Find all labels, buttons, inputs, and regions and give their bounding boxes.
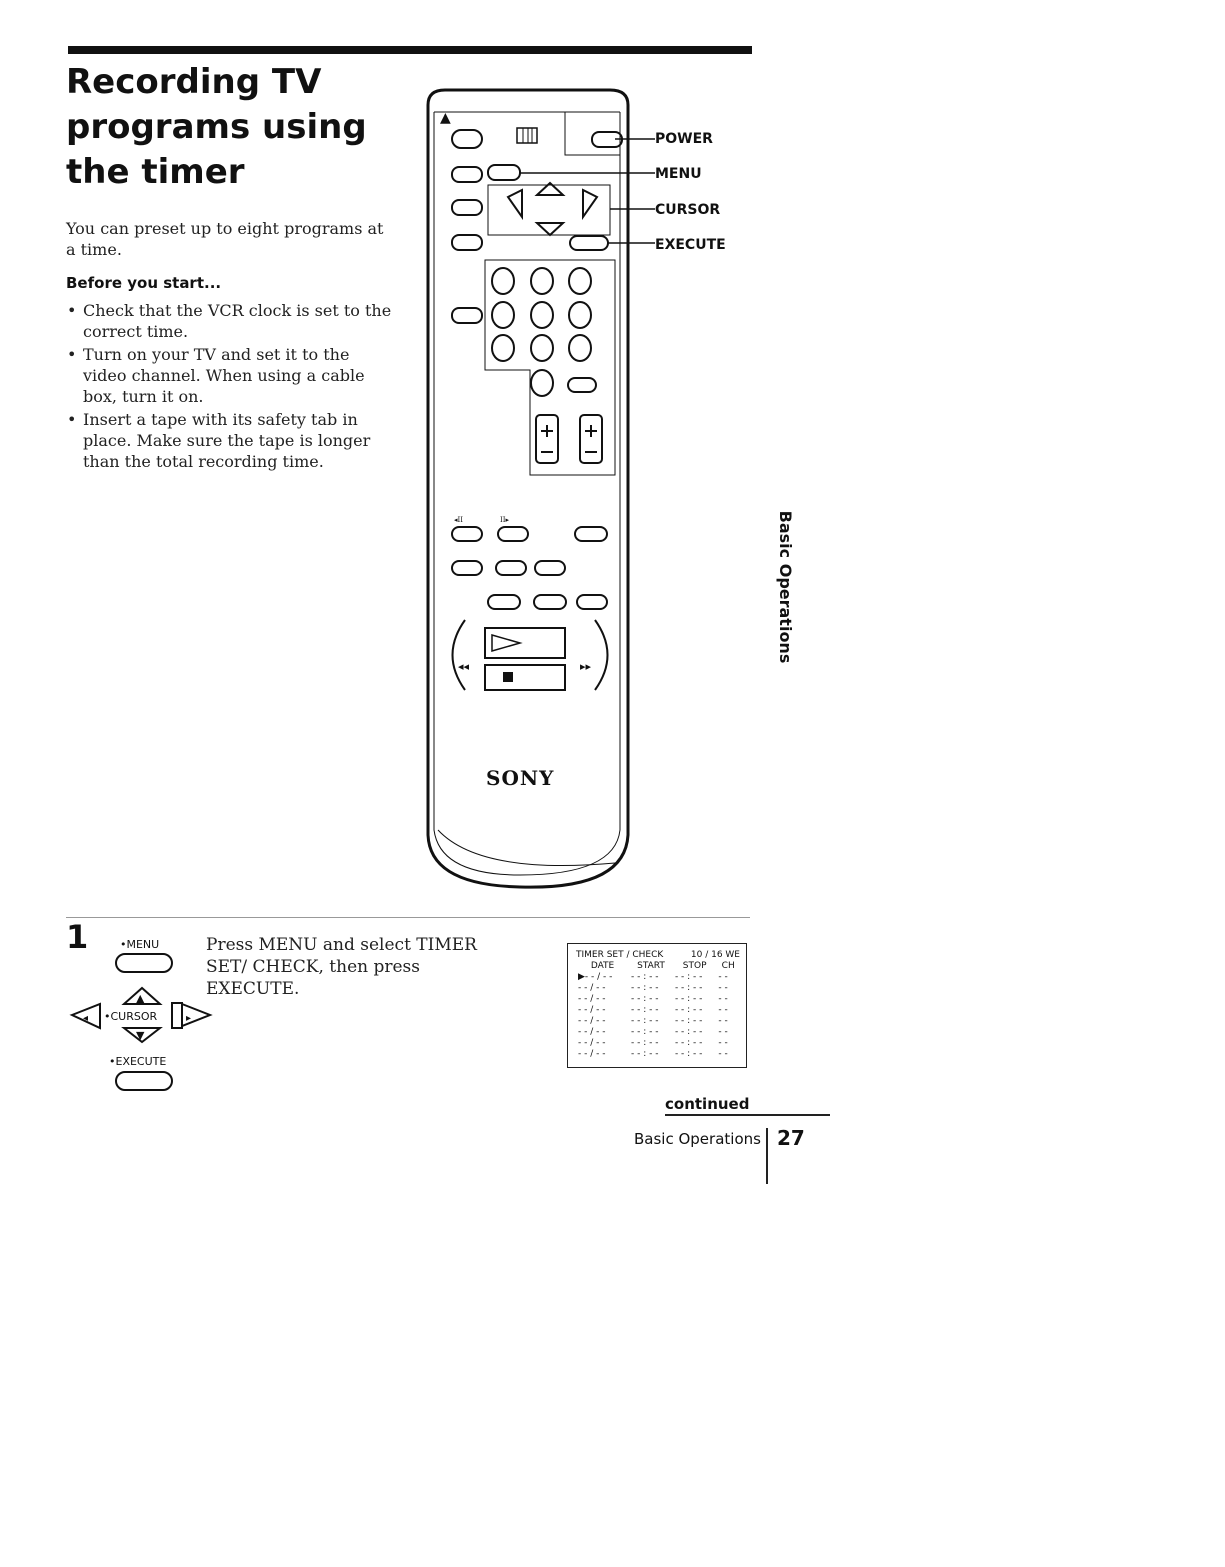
timer-set-check-screen: TIMER SET / CHECK 10 / 16 WE DATE START … bbox=[567, 943, 747, 1068]
continued-rule bbox=[665, 1114, 830, 1116]
svg-text:▼: ▼ bbox=[136, 1029, 145, 1042]
svg-text:◂II: ◂II bbox=[454, 516, 463, 524]
table-row: - - / - -- - : - -- - : - -- - bbox=[578, 1038, 728, 1048]
table-row: - - / - -- - : - -- - : - -- - bbox=[578, 1049, 728, 1059]
remote-control-illustration: ▲ ◂II II▸ ◂◂ ▸▸ SONY bbox=[426, 88, 655, 889]
callout-cursor: CURSOR bbox=[655, 202, 721, 218]
column-header: STOP bbox=[682, 961, 707, 971]
step-number: 1 bbox=[66, 918, 89, 956]
list-item: Insert a tape with its safety tab in pla… bbox=[66, 409, 396, 472]
menu-label: •MENU bbox=[120, 938, 160, 951]
list-item: Turn on your TV and set it to the video … bbox=[66, 344, 396, 407]
before-you-start-heading: Before you start... bbox=[66, 274, 222, 292]
column-header: CH bbox=[721, 961, 735, 971]
svg-text:▸: ▸ bbox=[186, 1013, 191, 1024]
osd-title: TIMER SET / CHECK bbox=[576, 950, 664, 960]
page-number: 27 bbox=[777, 1126, 805, 1150]
cursor-label: •CURSOR bbox=[104, 1010, 158, 1023]
timer-table: DATE START STOP CH ▶- - / - -- - : - -- … bbox=[576, 961, 740, 1060]
continued-label: continued bbox=[665, 1095, 750, 1113]
execute-button-icon bbox=[115, 1071, 173, 1091]
svg-text:▸▸: ▸▸ bbox=[580, 660, 592, 673]
svg-text:II▸: II▸ bbox=[500, 516, 510, 524]
execute-label: •EXECUTE bbox=[109, 1055, 167, 1068]
footer-rule bbox=[766, 1128, 768, 1184]
callout-execute: EXECUTE bbox=[655, 237, 726, 253]
osd-date: 10 / 16 WE bbox=[690, 950, 740, 960]
brand-logo: SONY bbox=[486, 766, 554, 790]
table-row: - - / - -- - : - -- - : - -- - bbox=[578, 983, 728, 993]
svg-text:◂: ◂ bbox=[83, 1013, 88, 1024]
cursor-buttons-icon: ▲ ◂ ▸ ▼ bbox=[69, 986, 213, 1044]
prerequisite-list: Check that the VCR clock is set to the c… bbox=[66, 300, 396, 474]
intro-text: You can preset up to eight programs at a… bbox=[66, 219, 384, 259]
callout-menu: MENU bbox=[655, 166, 702, 182]
menu-button-icon bbox=[115, 953, 173, 973]
column-header: DATE bbox=[590, 961, 615, 971]
top-rule bbox=[68, 46, 752, 54]
step-1-instruction: Press MENU and select TIMER SET/ CHECK, … bbox=[206, 935, 477, 999]
step-divider bbox=[66, 917, 750, 918]
footer-section-name: Basic Operations bbox=[634, 1130, 761, 1148]
callout-power: POWER bbox=[655, 131, 713, 147]
table-row: - - / - -- - : - -- - : - -- - bbox=[578, 994, 728, 1004]
svg-text:▲: ▲ bbox=[440, 110, 451, 126]
section-side-tab: Basic Operations bbox=[776, 510, 795, 664]
table-row: ▶- - / - -- - : - -- - : - -- - bbox=[578, 972, 728, 982]
table-row: - - / - -- - : - -- - : - -- - bbox=[578, 1005, 728, 1015]
svg-text:◂◂: ◂◂ bbox=[458, 660, 470, 673]
column-header: START bbox=[637, 961, 665, 971]
svg-text:▲: ▲ bbox=[136, 992, 145, 1005]
page-title: Recording TV programs using the timer bbox=[66, 62, 367, 192]
list-item: Check that the VCR clock is set to the c… bbox=[66, 300, 396, 342]
table-row: - - / - -- - : - -- - : - -- - bbox=[578, 1027, 728, 1037]
table-row: - - / - -- - : - -- - : - -- - bbox=[578, 1016, 728, 1026]
